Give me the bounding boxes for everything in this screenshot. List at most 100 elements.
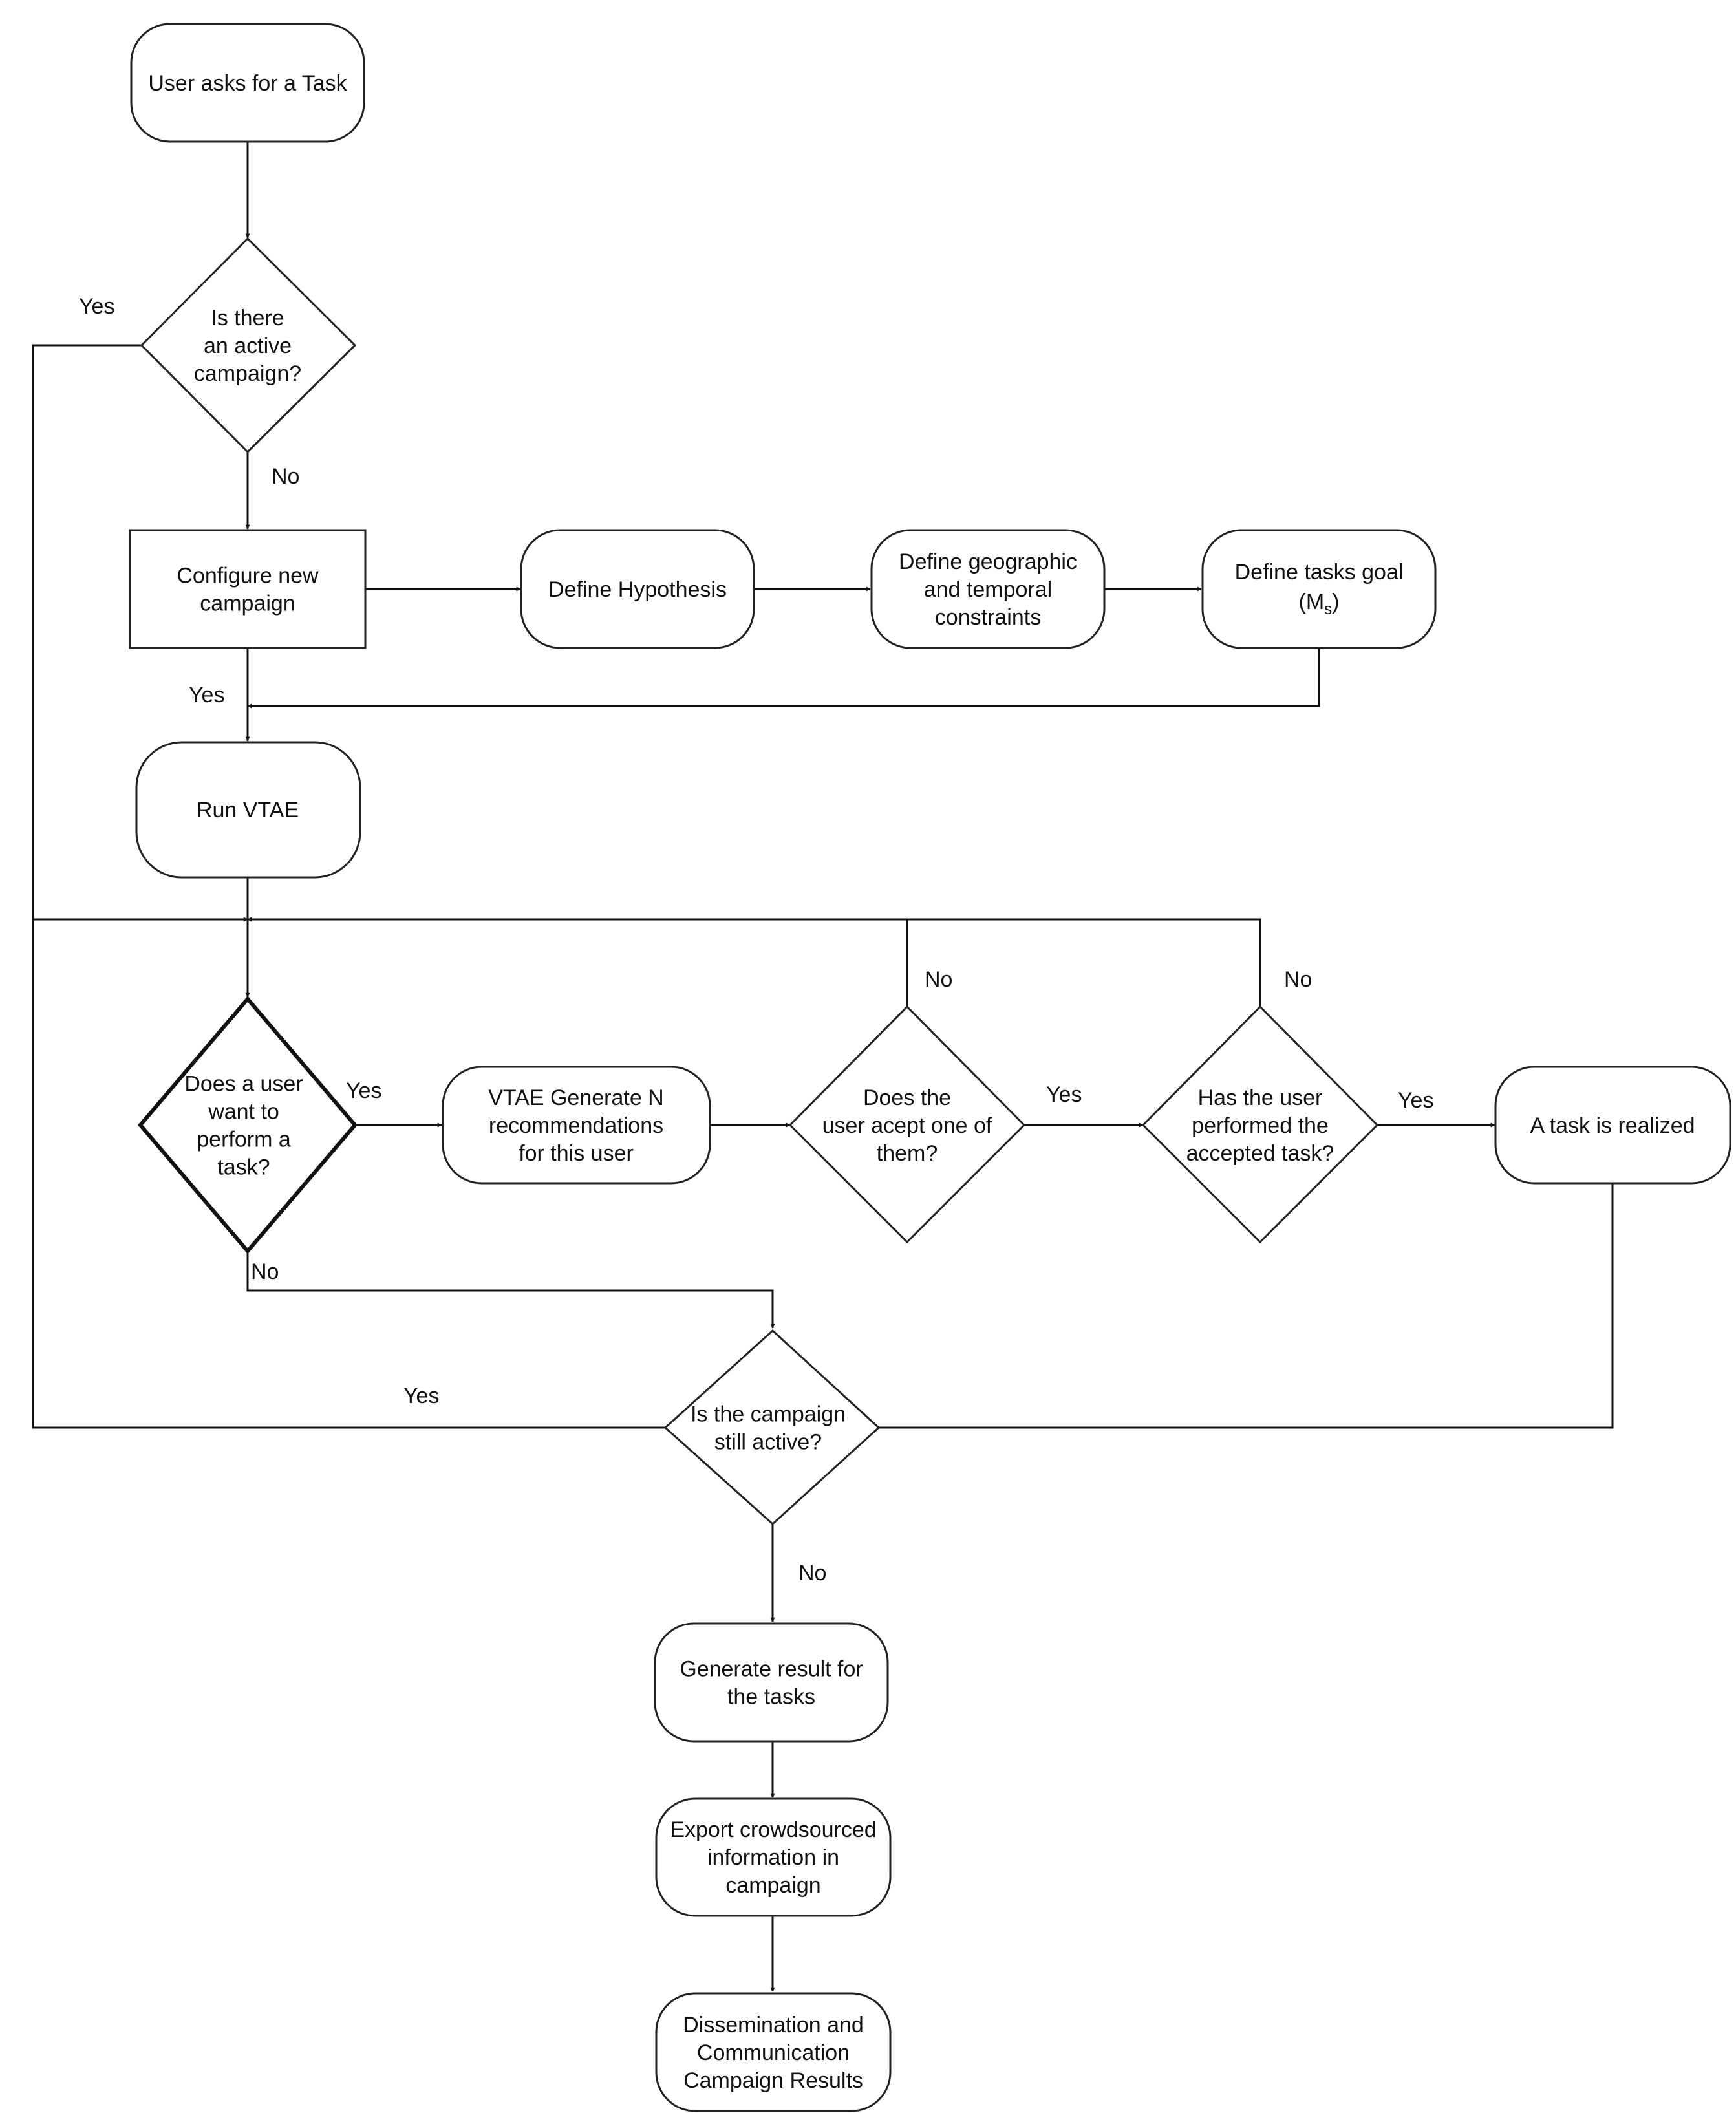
want-q-line-4: task?	[217, 1155, 270, 1180]
step-define-tasks-goal-text: Define tasks goal	[1235, 560, 1404, 585]
recommend-line-1: VTAE Generate N	[488, 1086, 664, 1110]
goal-symbol-subscript: s	[1324, 601, 1332, 618]
label-performed-yes: Yes	[1398, 1088, 1433, 1113]
decision-diamond	[1141, 1005, 1379, 1244]
step-define-tasks-goal: Define tasks goal (Ms)	[1201, 529, 1437, 649]
goal-symbol: (Ms)	[1299, 590, 1340, 618]
edge-performed-no-loop	[247, 917, 1261, 1007]
label-still-no: No	[798, 1561, 826, 1585]
process-configure-campaign-text: Configure new campaign	[177, 564, 319, 616]
export-line-1: Export crowdsourced	[670, 1818, 876, 1842]
label-want-yes: Yes	[346, 1078, 381, 1103]
step-define-hypothesis: Define Hypothesis	[520, 529, 755, 649]
edges	[32, 142, 1614, 1992]
want-q-line-3: perform a	[197, 1128, 291, 1152]
edge-still-active-yes-loop	[32, 919, 665, 1429]
active-q-line-3: campaign?	[194, 361, 301, 386]
rounded-shape	[442, 1066, 711, 1185]
decision-active-campaign: Is there an active campaign?	[140, 237, 357, 454]
rounded-shape	[655, 1797, 892, 1917]
decision-user-performed-text: Has the user performed the accepted task?	[1186, 1086, 1334, 1166]
process-configure-campaign: Configure new campaign	[129, 529, 367, 649]
label-accept-yes: Yes	[1046, 1082, 1082, 1107]
step-generate-result: Generate result for the tasks	[654, 1622, 889, 1743]
node-start: User asks for a Task	[130, 23, 365, 143]
step-run-vtae-text: Run VTAE	[197, 798, 299, 822]
step-define-constraints: Define geographic and temporal constraints	[870, 529, 1106, 649]
start-line-1: User asks for a Task	[148, 71, 347, 96]
terminator-shape	[655, 1992, 892, 2112]
hypothesis-line-1: Define Hypothesis	[548, 577, 727, 602]
performed-q-line-3: accepted task?	[1186, 1141, 1334, 1166]
generate-result-line-2: the tasks	[727, 1685, 815, 1710]
decision-diamond	[140, 237, 357, 454]
label-accept-no: No	[925, 967, 952, 992]
performed-q-line-1: Has the user	[1198, 1086, 1323, 1110]
decision-active-campaign-text: Is there an active campaign?	[194, 306, 301, 386]
constraints-line-2: and temporal	[924, 577, 1052, 602]
dissemination-line-2: Communication	[697, 2041, 850, 2065]
dissemination-line-1: Dissemination and	[683, 2013, 864, 2037]
decision-user-performed: Has the user performed the accepted task?	[1141, 1005, 1379, 1244]
terminator-shape	[130, 23, 365, 143]
step-run-vtae: Run VTAE	[135, 741, 361, 879]
edge-accept-no-loop	[247, 917, 908, 1007]
goal-symbol-close: )	[1332, 590, 1339, 614]
edge-goal-to-run-vtae	[247, 648, 1320, 709]
label-active-no: No	[272, 464, 299, 489]
realized-line-1: A task is realized	[1530, 1113, 1695, 1138]
edge-realized-to-still-active	[879, 1183, 1614, 1429]
decision-diamond	[663, 1329, 881, 1526]
want-q-line-1: Does a user	[184, 1072, 303, 1097]
configure-line-1: Configure new	[177, 564, 319, 588]
edge-active-yes-bypass	[32, 344, 248, 922]
label-want-no: No	[251, 1260, 279, 1284]
step-task-realized: A task is realized	[1494, 1066, 1731, 1185]
accept-q-line-3: them?	[877, 1141, 938, 1166]
performed-q-line-2: performed the	[1192, 1113, 1329, 1138]
label-performed-no: No	[1284, 967, 1312, 992]
goal-symbol-main: (M	[1299, 590, 1325, 614]
generate-result-line-1: Generate result for	[680, 1657, 863, 1682]
accept-q-line-2: user acept one of	[822, 1113, 992, 1138]
process-shape	[129, 529, 367, 649]
decision-diamond	[138, 996, 358, 1254]
active-q-line-1: Is there	[211, 306, 284, 330]
decision-campaign-still-active-text: Is the campaign still active?	[691, 1402, 846, 1455]
rounded-shape	[870, 529, 1106, 649]
active-q-line-2: an active	[204, 334, 292, 358]
rounded-shape	[654, 1622, 889, 1743]
rounded-shape	[1201, 529, 1437, 649]
edge-labels: Yes No Yes Yes No Yes No Yes No Yes No	[79, 294, 1433, 1585]
export-line-2: information in	[707, 1845, 839, 1870]
step-define-hypothesis-text: Define Hypothesis	[548, 577, 727, 602]
edge-want-no-to-still-active	[246, 1251, 775, 1329]
configure-line-2: campaign	[200, 592, 295, 616]
node-start-text: User asks for a Task	[148, 71, 347, 96]
constraints-line-3: constraints	[935, 605, 1041, 630]
recommend-line-2: recommendations	[489, 1113, 663, 1138]
constraints-line-1: Define geographic	[899, 550, 1077, 574]
rounded-shape	[520, 529, 755, 649]
decision-diamond	[788, 1005, 1026, 1244]
label-still-yes: Yes	[403, 1384, 439, 1408]
export-line-3: campaign	[725, 1873, 820, 1898]
run-vtae-line-1: Run VTAE	[197, 798, 299, 822]
step-define-constraints-text: Define geographic and temporal constraints	[899, 550, 1077, 630]
step-export-information-text: Export crowdsourced information in campaig…	[670, 1818, 876, 1898]
still-active-q-line-1: Is the campaign	[691, 1402, 846, 1427]
rounded-shape	[135, 741, 361, 879]
step-export-information: Export crowdsourced information in campaig…	[655, 1797, 892, 1917]
step-generate-result-text: Generate result for the tasks	[680, 1657, 863, 1710]
decision-campaign-still-active: Is the campaign still active?	[663, 1329, 881, 1526]
still-active-q-line-2: still active?	[714, 1430, 822, 1455]
goal-line-1: Define tasks goal	[1235, 560, 1404, 585]
